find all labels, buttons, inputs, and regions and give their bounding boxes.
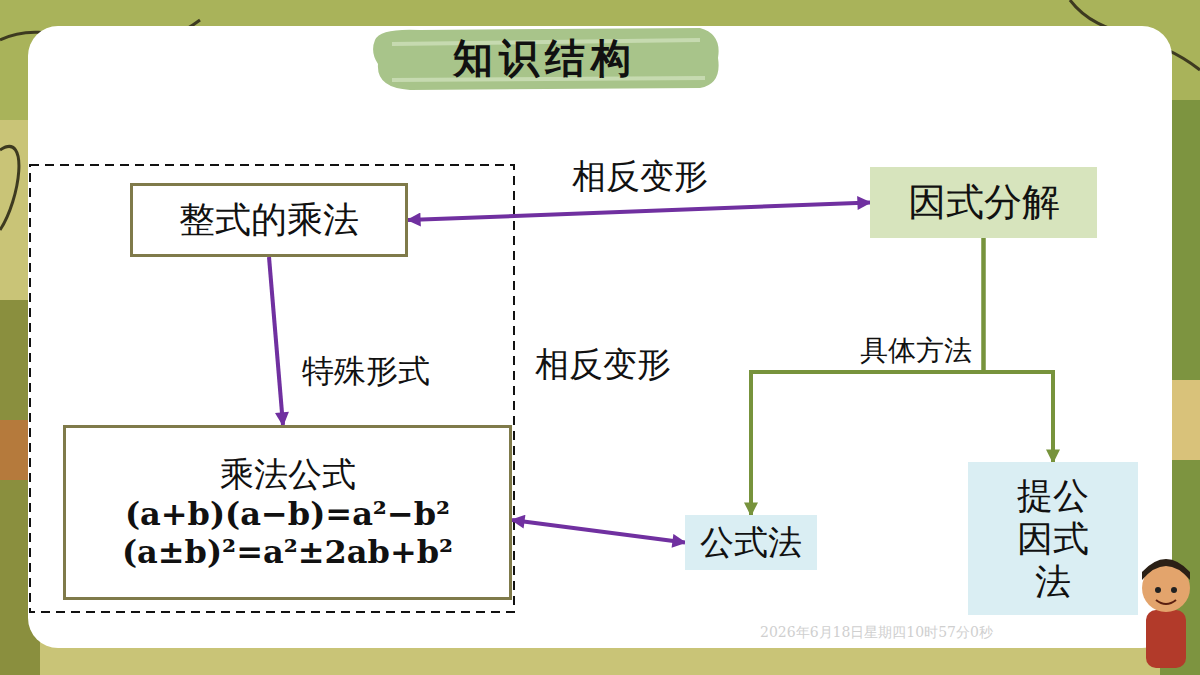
figure-eye <box>1171 587 1177 593</box>
node-label: 整式的乘法 <box>179 198 359 241</box>
content-panel <box>28 26 1172 648</box>
edge-label: 相反变形 <box>570 156 710 197</box>
node-label: 提公因式法 <box>1015 474 1091 604</box>
formula-text: (a+b)(a−b)=a²−b² <box>125 495 450 533</box>
figure-eye <box>1155 587 1161 593</box>
connector-arrow <box>984 238 1054 462</box>
edge-label: 相反变形 <box>533 344 673 385</box>
timestamp-watermark: 2026年6月18日星期四10时57分0秒 <box>760 624 993 642</box>
formula-text: (a±b)²=a²±2ab+b² <box>122 533 453 571</box>
edge-label: 特殊形式 <box>300 352 432 390</box>
figure-hair <box>1142 559 1190 580</box>
concept-box: 因式分解 <box>870 167 1097 238</box>
figure-body <box>1146 610 1186 668</box>
dashed-group-outline <box>30 165 514 612</box>
title-banner <box>373 28 719 90</box>
figure-mouth <box>1156 600 1176 604</box>
cartoon-figure <box>1142 559 1190 668</box>
node-label: 乘法公式 <box>220 454 356 495</box>
node-label: 公式法 <box>700 522 802 563</box>
connector-arrow <box>269 257 283 425</box>
node-label: 因式分解 <box>908 180 1060 226</box>
connector-arrow <box>751 238 984 515</box>
method-box: 公式法 <box>685 515 817 570</box>
formula-box: 乘法公式(a+b)(a−b)=a²−b²(a±b)²=a²±2ab+b² <box>63 425 512 600</box>
method-box: 提公因式法 <box>968 462 1138 615</box>
edge-label: 具体方法 <box>858 334 974 368</box>
branch <box>0 146 19 230</box>
connector-arrow <box>408 203 870 221</box>
concept-box: 整式的乘法 <box>130 183 408 257</box>
diagram-title: 知识结构 <box>380 30 710 86</box>
connector-arrow <box>512 520 685 543</box>
